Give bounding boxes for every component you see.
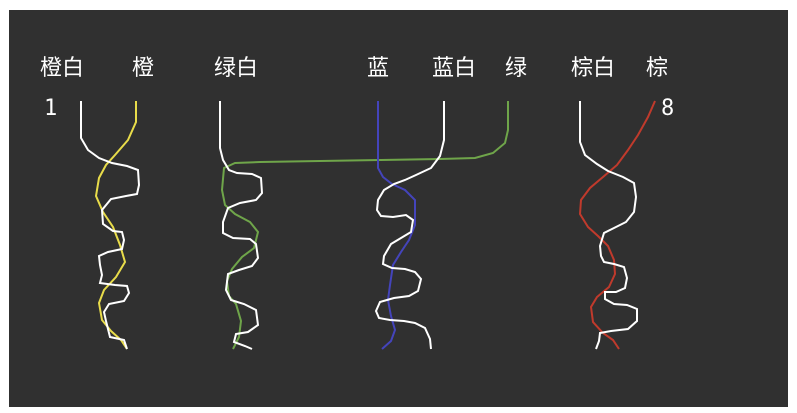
wire-blue (377, 101, 416, 350)
label-orange: 橙 (132, 56, 155, 81)
label-green-white: 绿白 (214, 56, 259, 81)
wire-green-white (219, 101, 264, 350)
label-brown: 棕 (646, 56, 669, 81)
pin-number-first: 1 (44, 96, 58, 121)
label-green: 绿 (505, 56, 528, 81)
label-brown-white: 棕白 (571, 56, 616, 81)
label-blue-white: 蓝白 (432, 56, 477, 81)
wire-brown-white (579, 101, 638, 350)
wire-orange (94, 101, 137, 350)
label-blue: 蓝 (367, 56, 390, 81)
wire-brown (578, 100, 656, 350)
wire-green (220, 101, 509, 350)
diagram-panel (9, 10, 788, 407)
label-orange-white: 橙白 (40, 56, 85, 81)
wire-blue-white (374, 101, 445, 350)
wire-orange-white (80, 101, 141, 350)
pin-number-last: 8 (661, 96, 675, 121)
